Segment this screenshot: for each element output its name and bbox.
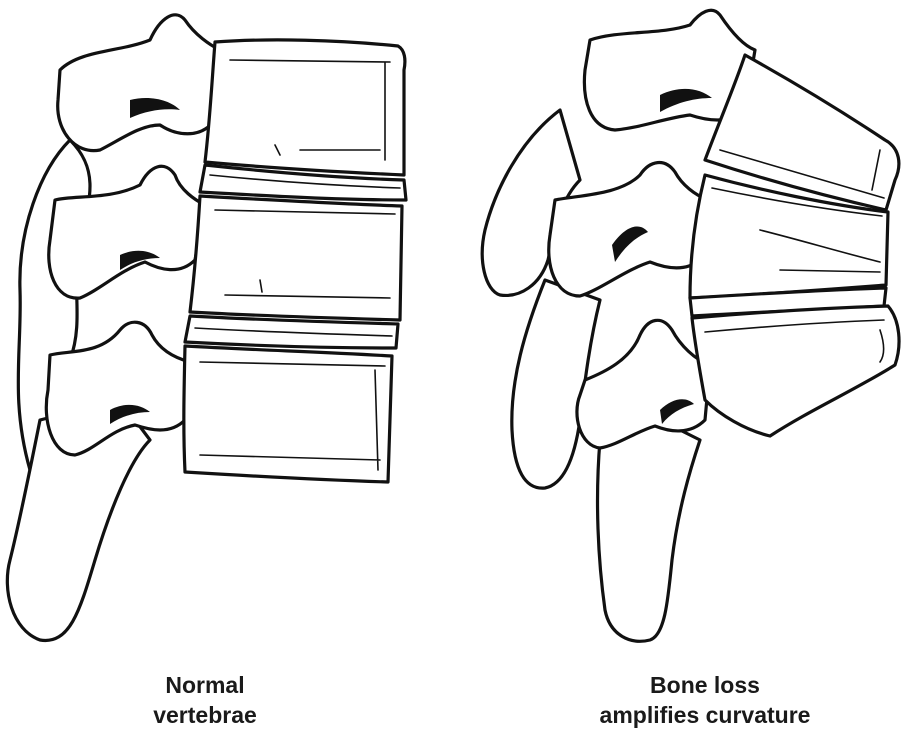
curved-top-vertebral-body bbox=[703, 53, 901, 212]
normal-shadow-3 bbox=[110, 404, 150, 424]
normal-middle-vertebral-body bbox=[188, 194, 404, 322]
normal-middle-body-hatch bbox=[214, 209, 396, 299]
curved-vertebrae-drawing bbox=[480, 8, 901, 643]
normal-vertebrae-drawing bbox=[5, 13, 408, 642]
normal-top-process bbox=[56, 13, 222, 153]
curved-bottom-vertebral-body bbox=[690, 304, 901, 438]
curved-bottom-body-hatch bbox=[704, 319, 885, 363]
curved-bottom-process bbox=[575, 318, 712, 450]
normal-bottom-vertebral-body bbox=[182, 344, 394, 484]
normal-bottom-body-hatch bbox=[199, 361, 386, 471]
normal-shadow-1 bbox=[130, 98, 180, 118]
normal-bottom-spinous-process bbox=[5, 398, 152, 642]
curvature-caption: Bone loss amplifies curvature bbox=[540, 670, 870, 730]
curved-top-body-hatch bbox=[719, 149, 885, 199]
curved-shadow-3 bbox=[660, 399, 694, 424]
normal-top-vertebral-body bbox=[203, 38, 407, 177]
curved-shadow-2 bbox=[612, 226, 648, 262]
normal-caption-line-2: vertebrae bbox=[153, 702, 257, 728]
normal-top-body-hatch bbox=[229, 59, 391, 161]
normal-disc-lower-lines bbox=[194, 327, 393, 337]
normal-shadow-2 bbox=[120, 250, 160, 270]
curved-bottom-spinous-process bbox=[595, 418, 702, 643]
curvature-caption-line-1: Bone loss bbox=[650, 672, 760, 698]
normal-disc-upper-lines bbox=[209, 174, 401, 189]
curved-lower-column bbox=[510, 278, 602, 490]
curved-middle-body-hatch bbox=[711, 187, 883, 273]
normal-vertebrae-caption: Normal vertebrae bbox=[80, 670, 330, 730]
curved-shadow-1 bbox=[660, 88, 712, 112]
normal-caption-line-1: Normal bbox=[165, 672, 245, 698]
curvature-caption-line-2: amplifies curvature bbox=[599, 702, 811, 728]
